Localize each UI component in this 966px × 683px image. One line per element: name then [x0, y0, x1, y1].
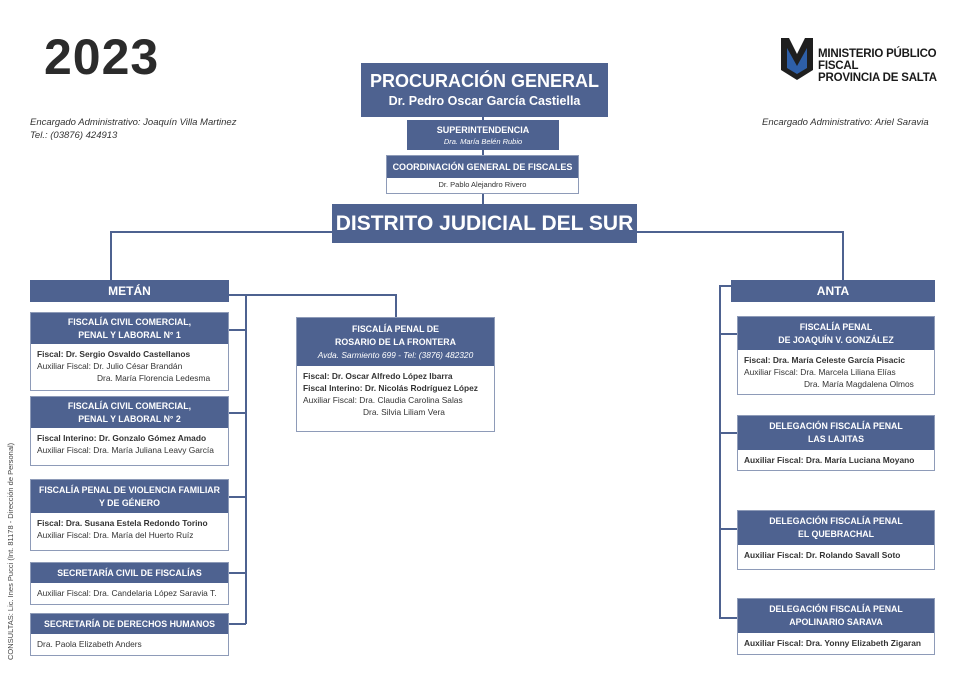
logo-emblem-icon: [779, 36, 815, 80]
aux-fiscal: Auxiliar Fiscal: Dra. Candelaria López S…: [37, 588, 217, 598]
fiscal-name: Fiscal: Dr. Oscar Alfredo López Ibarra: [303, 371, 453, 381]
unit-title: FISCALÍA PENAL: [799, 321, 873, 332]
procuracion-name: Dr. Pedro Oscar García Castiella: [388, 94, 581, 108]
unit-title: DELEGACIÓN FISCALÍA PENAL: [769, 516, 903, 526]
metan-branch-5: [229, 623, 246, 625]
metan-secretaria-civil: SECRETARÍA CIVIL DE FISCALÍAS Auxiliar F…: [30, 562, 229, 605]
connector-rosario-down: [395, 294, 397, 318]
unit-title: LAS LAJITAS: [807, 434, 865, 444]
metan-secretaria-ddhh: SECRETARÍA DE DERECHOS HUMANOS Dra. Paol…: [30, 613, 229, 656]
unit-title: DELEGACIÓN FISCALÍA PENAL: [769, 604, 903, 614]
anta-delegacion-lajitas: DELEGACIÓN FISCALÍA PENAL LAS LAJITAS Au…: [737, 415, 935, 471]
unit-title: ROSARIO DE LA FRONTERA: [335, 336, 456, 347]
admin-right: Encargado Administrativo: Ariel Saravia: [762, 117, 929, 128]
procuracion-title: PROCURACIÓN GENERAL: [369, 71, 599, 91]
aux-fiscal: Auxiliar Fiscal: Dr. Rolando Savall Soto: [744, 550, 901, 560]
aux-fiscal: Auxiliar Fiscal: Dra. María del Huerto R…: [37, 530, 194, 540]
connector-distrito-right: [637, 231, 843, 233]
year-title: 2023: [44, 29, 160, 85]
metan-trunk: [245, 294, 247, 624]
unit-title: FISCALÍA CIVIL COMERCIAL,: [67, 316, 192, 327]
unit-title: DELEGACIÓN FISCALÍA PENAL: [769, 421, 903, 431]
aux-fiscal: Auxiliar Fiscal: Dra. Claudia Carolina S…: [303, 395, 463, 405]
connector-down-anta: [842, 231, 844, 280]
unit-title: PENAL Y LABORAL N° 1: [78, 329, 181, 340]
metan-branch-1: [229, 329, 246, 331]
unit-title: FISCALÍA PENAL DE VIOLENCIA FAMILIAR: [39, 484, 220, 495]
unit-address: Avda. Sarmiento 699 - Tel: (3876) 482320: [317, 349, 474, 360]
admin-left-phone: Tel.: (03876) 424913: [30, 130, 118, 141]
aux-fiscal: Dra. María Magdalena Olmos: [804, 379, 914, 389]
unit-title: EL QUEBRACHAL: [797, 529, 875, 539]
fiscal-name: Fiscal: Dr. Sergio Osvaldo Castellanos: [37, 349, 191, 359]
logo-text: MINISTERIO PÚBLICO FISCAL PROVINCIA DE S…: [818, 48, 966, 84]
aux-fiscal: Auxiliar Fiscal: Dr. Julio César Brandán: [37, 361, 183, 371]
anta-branch-2: [719, 432, 737, 434]
metan-fiscalia-civil-2: FISCALÍA CIVIL COMERCIAL, PENAL Y LABORA…: [30, 396, 229, 466]
aux-fiscal: Auxiliar Fiscal: Dra. María Luciana Moya…: [744, 455, 915, 465]
fiscal-name: Fiscal: Dra. María Celeste García Pisaci…: [744, 355, 906, 365]
anta-delegacion-quebrachal: DELEGACIÓN FISCALÍA PENAL EL QUEBRACHAL …: [737, 510, 935, 570]
aux-fiscal: Auxiliar Fiscal: Dra. Marcela Liliana El…: [744, 367, 896, 377]
metan-branch-3: [229, 496, 246, 498]
anta-trunk: [719, 285, 721, 619]
anta-fiscalia-joaquin: FISCALÍA PENAL DE JOAQUÍN V. GONZÁLEZ Fi…: [737, 316, 935, 395]
aux-fiscal: Dra. Silvia Liliam Vera: [363, 407, 445, 417]
staff-name: Dra. Paola Elizabeth Anders: [37, 639, 142, 649]
metan-branch-4: [229, 572, 246, 574]
metan-header: METÁN: [30, 280, 229, 302]
connector-down-metan: [110, 231, 112, 280]
aux-fiscal: Auxiliar Fiscal: Dra. María Juliana Leav…: [37, 445, 214, 455]
anta-branch-4: [719, 617, 737, 619]
anta-branch-top: [719, 285, 731, 287]
admin-left-name: Encargado Administrativo: Joaquín Villa …: [30, 117, 237, 128]
metan-branch-2: [229, 412, 246, 414]
fiscal-interino: Fiscal Interino: Dr. Nicolás Rodríguez L…: [303, 383, 478, 393]
coordinacion-name: Dr. Pablo Alejandro Rivero: [438, 180, 527, 189]
procuracion-general-box: PROCURACIÓN GENERAL Dr. Pedro Oscar Garc…: [361, 63, 608, 117]
metan-fiscalia-violencia: FISCALÍA PENAL DE VIOLENCIA FAMILIAR Y D…: [30, 479, 229, 551]
admin-left: Encargado Administrativo: Joaquín Villa …: [30, 116, 236, 142]
logo-line2: PROVINCIA DE SALTA: [818, 72, 937, 84]
unit-title: SECRETARÍA DE DERECHOS HUMANOS: [31, 614, 228, 634]
unit-title: PENAL Y LABORAL N° 2: [78, 413, 181, 424]
connector-distrito-left: [110, 231, 332, 233]
aux-fiscal: Dra. María Florencia Ledesma: [97, 373, 211, 383]
superintendencia-box: SUPERINTENDENCIA Dra. María Belén Rubio: [407, 120, 559, 150]
anta-delegacion-apolinario: DELEGACIÓN FISCALÍA PENAL APOLINARIO SAR…: [737, 598, 935, 655]
unit-title: FISCALÍA PENAL DE: [352, 323, 439, 334]
logo-line1: MINISTERIO PÚBLICO FISCAL: [818, 48, 937, 72]
aux-fiscal: Auxiliar Fiscal: Dra. Yonny Elizabeth Zi…: [744, 638, 922, 648]
superintendencia-name: Dra. María Belén Rubio: [443, 136, 523, 146]
anta-header: ANTA: [731, 280, 935, 302]
superintendencia-title: SUPERINTENDENCIA: [436, 124, 530, 135]
anta-branch-3: [719, 528, 737, 530]
fiscal-name: Fiscal Interino: Dr. Gonzalo Gómez Amado: [37, 433, 207, 443]
unit-title: Y DE GÉNERO: [99, 497, 160, 508]
metan-fiscalia-civil-1: FISCALÍA CIVIL COMERCIAL, PENAL Y LABORA…: [30, 312, 229, 391]
unit-title: APOLINARIO SARAVA: [789, 617, 883, 627]
unit-title: FISCALÍA CIVIL COMERCIAL,: [67, 400, 192, 411]
coordinacion-title: COORDINACIÓN GENERAL DE FISCALES: [387, 156, 578, 178]
unit-title: SECRETARÍA CIVIL DE FISCALÍAS: [31, 563, 228, 583]
distrito-judicial-title: DISTRITO JUDICIAL DEL SUR: [332, 204, 637, 243]
connector-metan-rosario: [229, 294, 397, 296]
fiscal-name: Fiscal: Dra. Susana Estela Redondo Torin…: [37, 518, 208, 528]
fiscalia-rosario-frontera: FISCALÍA PENAL DE ROSARIO DE LA FRONTERA…: [296, 317, 495, 432]
unit-title: DE JOAQUÍN V. GONZÁLEZ: [778, 334, 894, 345]
anta-branch-1: [719, 333, 737, 335]
coordinacion-box: COORDINACIÓN GENERAL DE FISCALES Dr. Pab…: [386, 155, 579, 194]
side-note: CONSULTAS: Lic. Ines Pucci (Int. 81178 -…: [6, 442, 15, 660]
